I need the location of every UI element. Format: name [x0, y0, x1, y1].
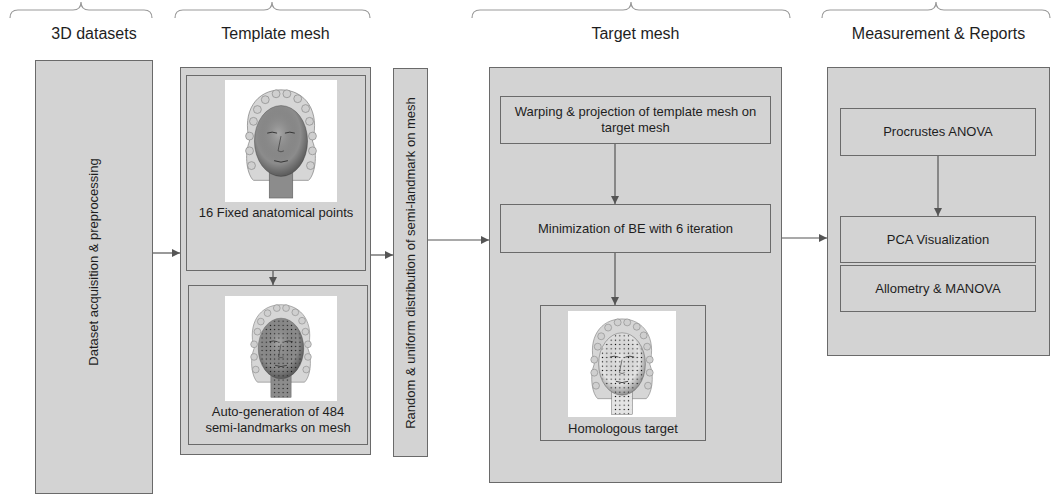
- face-mesh: [251, 305, 312, 398]
- face-mesh: [591, 319, 653, 414]
- process-box: Minimization of BE with 6 iteration: [500, 204, 771, 253]
- image-ground: [225, 80, 337, 202]
- process-box: Warping & projection of template mesh on…: [500, 96, 771, 144]
- column-bracket: [10, 2, 152, 18]
- column-heading: Target mesh: [591, 24, 679, 43]
- column-heading: Template mesh: [221, 24, 330, 43]
- flow-arrow: [153, 252, 180, 253]
- vertical-label: Dataset acquisition & preprocessing: [86, 158, 102, 365]
- landmark-dots: [599, 334, 644, 415]
- flow-arrow: [614, 144, 615, 204]
- box-label: Warping & projection of template mesh on…: [509, 104, 762, 136]
- flow-arrow: [937, 156, 938, 216]
- image-caption: Auto-generation of 484 semi-landmarks on…: [195, 404, 361, 436]
- image-box: 16 Fixed anatomical points: [186, 75, 366, 271]
- column-bracket: [822, 2, 1050, 18]
- image-box: Homologous target: [540, 305, 706, 441]
- process-box: Procrustes ANOVA: [840, 108, 1036, 156]
- flow-arrow: [782, 237, 827, 238]
- box-label: Procrustes ANOVA: [883, 124, 993, 140]
- process-box: PCA Visualization: [840, 216, 1036, 263]
- flow-arrow: [371, 254, 393, 255]
- image-ground: [225, 296, 337, 401]
- flow-arrow: [614, 253, 615, 305]
- flow-arrow: [272, 271, 273, 285]
- image-caption: 16 Fixed anatomical points: [193, 205, 359, 221]
- flow-arrow: [428, 239, 489, 240]
- input-box: 3D datasetsDataset acquisition & preproc…: [35, 60, 153, 494]
- box-label: PCA Visualization: [887, 232, 989, 248]
- box-label: Minimization of BE with 6 iteration: [538, 221, 733, 237]
- stage-panel: Measurement & ReportsProcrustes ANOVAPCA…: [827, 67, 1050, 356]
- vertical-step-box: Random & uniform distribution of semi-la…: [393, 68, 428, 457]
- face-mesh: [246, 90, 317, 198]
- process-box: Allometry & MANOVA: [840, 265, 1036, 312]
- vertical-label: Random & uniform distribution of semi-la…: [403, 97, 419, 429]
- landmark-dots: [259, 319, 303, 397]
- column-heading: 3D datasets: [51, 24, 136, 43]
- column-bracket: [175, 2, 370, 18]
- column-bracket: [472, 2, 790, 18]
- image-box: Auto-generation of 484 semi-landmarks on…: [188, 285, 368, 445]
- image-caption: Homologous target: [547, 421, 699, 437]
- stage-panel: Template mesh16 Fixed anatomical pointsA…: [180, 67, 371, 455]
- image-ground: [568, 311, 676, 417]
- column-heading: Measurement & Reports: [852, 24, 1025, 43]
- box-label: Allometry & MANOVA: [875, 281, 1000, 297]
- stage-panel: Target meshWarping & projection of templ…: [489, 67, 782, 483]
